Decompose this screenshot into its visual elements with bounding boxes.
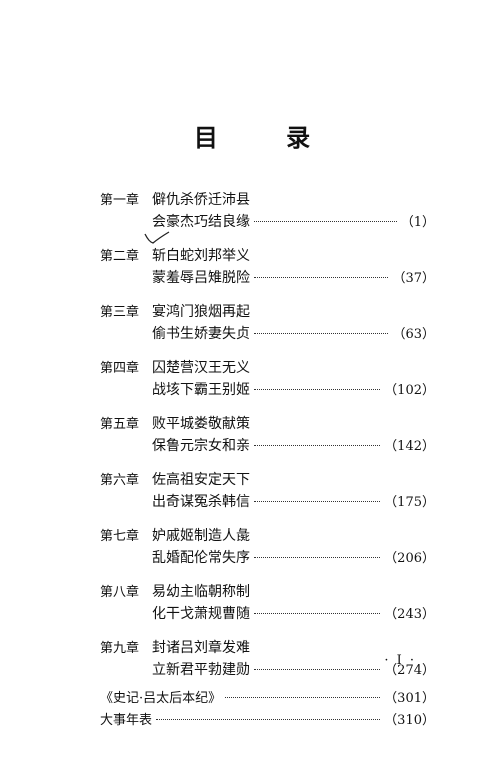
chapter-title-line2-row: 乱婚配伦常失序 （206） [152,547,435,567]
chapter-title-line1: 妒戚姬制造人彘 [152,528,250,544]
chapter-title-line2: 出奇谋冤杀韩信 [152,494,250,510]
chapter-title-line2-row: 战垓下霸王别姬 （102） [152,379,435,399]
chapter-title-line2-row: 蒙羞辱吕雉脱险 （37） [152,267,435,287]
page-number: （37） [392,271,435,286]
toc-chapter-8[interactable]: 第八章 易幼主临朝称制 化干戈萧规曹随 （243） [100,575,435,631]
entry-title: 大事年表 [100,713,153,728]
chapter-label: 第九章 [100,641,140,656]
dot-leader [254,332,389,334]
chapter-label: 第五章 [100,417,140,432]
dot-leader [254,612,381,614]
chapter-title-line1: 僻仇杀侨迁沛县 [152,192,250,208]
page-number: （102） [384,383,435,398]
chapter-label: 第一章 [100,193,140,208]
chapter-title-line2: 蒙羞辱吕雉脱险 [152,270,250,286]
page-folio: · I · [384,653,416,668]
chapter-title-line2-row: 保鲁元宗女和亲 （142） [152,435,435,455]
chapter-title-line1: 囚楚营汉王无义 [152,360,250,376]
chapter-title-line1: 斩白蛇刘邦举义 [152,248,250,264]
toc-entry-appendix[interactable]: 《史记·吕太后本纪》 （301） [100,687,435,709]
chapter-title-line1: 封诸吕刘章发难 [152,640,250,656]
toc-chapter-6[interactable]: 第六章 佐高祖安定天下 出奇谋冤杀韩信 （175） [100,463,435,519]
chapter-title-line2: 偷书生娇妻失贞 [152,326,250,342]
toc-entry-chronology[interactable]: 大事年表 （310） [100,709,435,731]
page-number: （310） [384,713,435,728]
chapter-title-line2-row: 化干戈萧规曹随 （243） [152,603,435,623]
toc-chapter-9[interactable]: 第九章 封诸吕刘章发难 立新君平勃建勋 （274） [100,631,435,687]
dot-leader [254,556,381,558]
toc-chapter-2[interactable]: 第二章 斩白蛇刘邦举义 蒙羞辱吕雉脱险 （37） [100,239,435,295]
chapter-title-line1: 易幼主临朝称制 [152,584,250,600]
toc-chapter-3[interactable]: 第三章 宴鸿门狼烟再起 偷书生娇妻失贞 （63） [100,295,435,351]
pen-tick-mark [144,231,170,244]
chapter-label: 第三章 [100,305,140,320]
toc-chapter-1[interactable]: 第一章 僻仇杀侨迁沛县 会豪杰巧结良缘 （1） [100,183,435,239]
table-of-contents: 第一章 僻仇杀侨迁沛县 会豪杰巧结良缘 （1） 第二章 斩白蛇刘邦举义 蒙羞辱吕… [100,183,435,731]
dot-leader [254,668,381,670]
dot-leader [254,388,381,390]
chapter-label: 第七章 [100,529,140,544]
page-title: 目 录 [193,123,341,152]
chapter-title-line2: 会豪杰巧结良缘 [152,214,250,230]
chapter-title-line2: 立新君平勃建勋 [152,662,250,678]
dot-leader [254,276,389,278]
page-number: （1） [400,215,435,230]
chapter-label: 第四章 [100,361,140,376]
chapter-title-line1: 宴鸿门狼烟再起 [152,304,250,320]
dot-leader [254,500,381,502]
dot-leader [225,696,381,698]
page-number: （274） [384,663,435,678]
chapter-title-line1: 佐高祖安定天下 [152,472,250,488]
chapter-title-line2-row: 立新君平勃建勋 （274） [152,659,435,679]
page-number: （206） [384,551,435,566]
chapter-title-line2: 战垓下霸王别姬 [152,382,250,398]
chapter-title-line2-row: 会豪杰巧结良缘 （1） [152,211,435,231]
toc-chapter-7[interactable]: 第七章 妒戚姬制造人彘 乱婚配伦常失序 （206） [100,519,435,575]
page-number: （175） [384,495,435,510]
entry-title: 《史记·吕太后本纪》 [100,691,222,706]
page-number: （243） [384,607,435,622]
chapter-title-line2-row: 出奇谋冤杀韩信 （175） [152,491,435,511]
chapter-label: 第六章 [100,473,140,488]
toc-chapter-5[interactable]: 第五章 败平城娄敬献策 保鲁元宗女和亲 （142） [100,407,435,463]
dot-leader [254,220,397,222]
page-number: （142） [384,439,435,454]
dot-leader [254,444,381,446]
chapter-title-line1: 败平城娄敬献策 [152,416,250,432]
page-number: （301） [384,691,435,706]
chapter-title-line2: 化干戈萧规曹随 [152,606,250,622]
dot-leader [156,718,381,720]
chapter-title-line2: 乱婚配伦常失序 [152,550,250,566]
chapter-title-line2-row: 偷书生娇妻失贞 （63） [152,323,435,343]
chapter-label: 第八章 [100,585,140,600]
chapter-title-line2: 保鲁元宗女和亲 [152,438,250,454]
toc-chapter-4[interactable]: 第四章 囚楚营汉王无义 战垓下霸王别姬 （102） [100,351,435,407]
chapter-label: 第二章 [100,249,140,264]
page-number: （63） [392,327,435,342]
